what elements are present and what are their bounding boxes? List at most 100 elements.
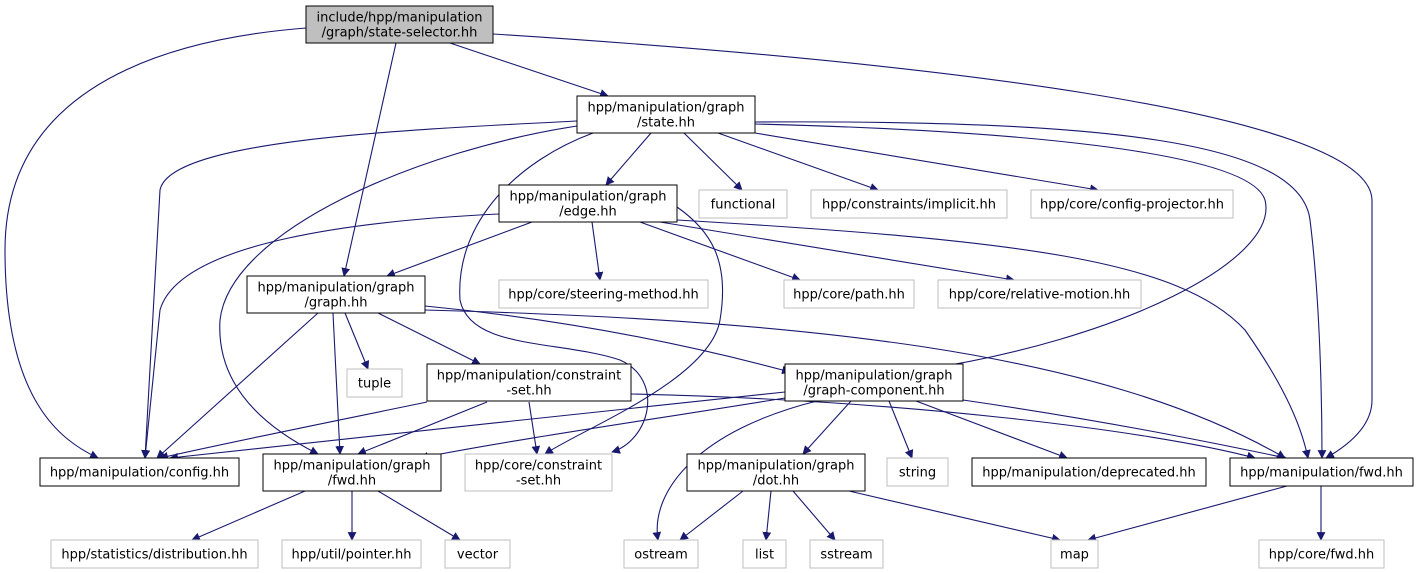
- node-label-implicit-line-1: hpp/constraints/implicit.hh: [822, 198, 996, 213]
- node-box-list: [742, 539, 787, 569]
- edge-root-to-config: [4, 27, 307, 459]
- node-box-root: [305, 5, 494, 44]
- node-label-config-line-1: hpp/manipulation/config.hh: [50, 466, 229, 481]
- node-box-relative-motion: [937, 279, 1142, 309]
- node-edge[interactable]: hpp/manipulation/graph/edge.hh: [498, 184, 678, 223]
- edge-state-to-config-projector: [754, 132, 1099, 194]
- node-relative-motion: hpp/core/relative-motion.hh: [937, 279, 1142, 309]
- edges-layer: [4, 27, 1373, 543]
- node-label-core-constraint-set-line-1: hpp/core/constraint: [475, 459, 602, 474]
- edge-graph-component-to-string: [888, 400, 914, 459]
- node-state[interactable]: hpp/manipulation/graph/state.hh: [576, 95, 756, 134]
- node-box-steering: [498, 279, 709, 309]
- node-label-constraint-set-line-1: hpp/manipulation/constraint: [437, 369, 621, 384]
- node-label-deprecated-line-1: hpp/manipulation/deprecated.hh: [982, 466, 1196, 481]
- node-graph-component[interactable]: hpp/manipulation/graph/graph-component.h…: [784, 363, 964, 402]
- edge-graph-to-tuple: [344, 312, 370, 370]
- edge-state-to-edge: [605, 132, 652, 186]
- edge-dot-to-sstream: [792, 490, 836, 541]
- node-box-graph: [246, 275, 426, 314]
- node-graph-fwd[interactable]: hpp/manipulation/graph/fwd.hh: [262, 453, 442, 492]
- edge-manip-fwd-to-map: [1087, 485, 1288, 543]
- node-label-graph-line-2: /graph.hh: [304, 296, 367, 311]
- node-core-constraint-set: hpp/core/constraint-set.hh: [464, 453, 613, 492]
- node-label-tuple-line-1: tuple: [358, 377, 391, 392]
- node-label-relative-motion-line-1: hpp/core/relative-motion.hh: [949, 288, 1131, 303]
- edge-dot-to-map: [848, 490, 1061, 543]
- edge-edge-to-path: [639, 221, 801, 282]
- edge-constraint-set-to-graph-fwd: [357, 401, 488, 456]
- node-config[interactable]: hpp/manipulation/config.hh: [39, 457, 240, 487]
- node-label-map-line-1: map: [1060, 548, 1089, 563]
- node-functional: functional: [698, 189, 788, 219]
- edge-edge-to-steering: [591, 221, 604, 281]
- node-box-tuple: [346, 368, 403, 398]
- edge-graph-component-to-graph-fwd: [419, 397, 786, 461]
- node-box-graph-fwd: [262, 453, 442, 492]
- node-box-ostream: [623, 539, 699, 569]
- node-tuple: tuple: [346, 368, 403, 398]
- node-label-distribution-line-1: hpp/statistics/distribution.hh: [61, 548, 247, 563]
- edge-dot-to-ostream: [679, 490, 744, 541]
- node-string: string: [886, 457, 949, 487]
- node-label-sstream-line-1: sstream: [820, 548, 872, 563]
- edge-edge-to-relative-motion: [659, 221, 1015, 284]
- edge-graph-fwd-to-distribution: [191, 490, 306, 541]
- node-config-projector: hpp/core/config-projector.hh: [1030, 189, 1234, 219]
- nodes-layer: include/hpp/manipulation/graph/state-sel…: [39, 5, 1414, 569]
- node-dot[interactable]: hpp/manipulation/graph/dot.hh: [686, 453, 866, 492]
- edge-dot-to-list: [762, 490, 772, 541]
- node-root[interactable]: include/hpp/manipulation/graph/state-sel…: [305, 5, 494, 44]
- node-label-dot-line-1: hpp/manipulation/graph: [697, 459, 854, 474]
- edge-graph-component-to-deprecated: [915, 400, 1068, 460]
- node-label-manip-fwd-line-1: hpp/manipulation/fwd.hh: [1240, 466, 1403, 481]
- edge-edge-to-graph: [386, 221, 533, 278]
- node-label-config-projector-line-1: hpp/core/config-projector.hh: [1040, 198, 1224, 213]
- node-label-graph-fwd-line-1: hpp/manipulation/graph: [273, 459, 430, 474]
- edge-graph-to-manip-fwd: [424, 309, 1286, 459]
- node-label-edge-line-1: hpp/manipulation/graph: [509, 190, 666, 205]
- node-box-map: [1050, 539, 1099, 569]
- node-label-vector-line-1: vector: [457, 548, 499, 563]
- node-label-steering-line-1: hpp/core/steering-method.hh: [508, 288, 698, 303]
- node-box-string: [886, 457, 949, 487]
- node-deprecated[interactable]: hpp/manipulation/deprecated.hh: [971, 457, 1207, 487]
- node-list: list: [742, 539, 787, 569]
- edge-state-to-implicit: [717, 132, 879, 192]
- edge-constraint-set-to-manip-fwd: [630, 393, 1256, 461]
- node-box-deprecated: [971, 457, 1207, 487]
- node-manip-fwd[interactable]: hpp/manipulation/fwd.hh: [1229, 457, 1414, 487]
- node-path: hpp/core/path.hh: [783, 279, 915, 309]
- edge-constraint-set-to-core-constraint-set: [528, 401, 541, 455]
- node-label-state-line-1: hpp/manipulation/graph: [587, 101, 744, 116]
- node-label-graph-fwd-line-2: /fwd.hh: [328, 474, 376, 489]
- node-box-edge: [498, 184, 678, 223]
- node-label-path-line-1: hpp/core/path.hh: [793, 288, 905, 303]
- edge-graph-component-to-manip-fwd: [962, 399, 1287, 461]
- node-box-manip-fwd: [1229, 457, 1414, 487]
- node-box-distribution: [50, 539, 259, 569]
- node-label-graph-component-line-2: /graph-component.hh: [803, 384, 944, 399]
- edge-constraint-set-to-config: [159, 401, 428, 461]
- node-label-pointer-line-1: hpp/util/pointer.hh: [292, 548, 412, 563]
- node-map: map: [1050, 539, 1099, 569]
- node-constraint-set[interactable]: hpp/manipulation/constraint-set.hh: [426, 363, 632, 402]
- node-label-ostream-line-1: ostream: [634, 548, 688, 563]
- edge-state-to-manip-fwd: [754, 121, 1327, 459]
- node-graph[interactable]: hpp/manipulation/graph/graph.hh: [246, 275, 426, 314]
- node-label-root-line-2: /graph/state-selector.hh: [322, 26, 478, 41]
- node-box-functional: [698, 189, 788, 219]
- edge-root-to-state: [449, 42, 609, 98]
- node-label-graph-line-1: hpp/manipulation/graph: [257, 281, 414, 296]
- node-box-vector: [444, 539, 511, 569]
- node-box-constraint-set: [426, 363, 632, 402]
- node-label-functional-line-1: functional: [711, 198, 776, 213]
- edge-root-to-graph: [341, 42, 397, 277]
- edge-state-to-config: [141, 120, 578, 459]
- node-ostream: ostream: [623, 539, 699, 569]
- node-box-config: [39, 457, 240, 487]
- edge-graph-to-constraint-set: [377, 312, 481, 365]
- edge-graph-to-graph-fwd: [332, 312, 345, 455]
- node-box-pointer: [281, 539, 422, 569]
- node-box-state: [576, 95, 756, 134]
